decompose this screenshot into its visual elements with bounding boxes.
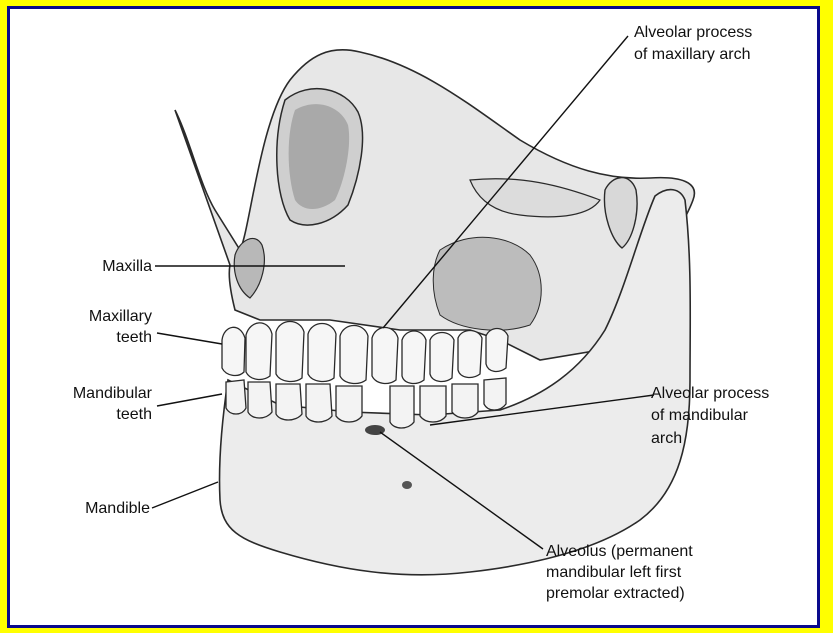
label-mandibular-teeth-line1: Mandibular xyxy=(30,383,152,404)
lower-tooth xyxy=(336,386,362,422)
label-alveolus-line2: mandibular left first xyxy=(546,562,681,583)
lower-tooth xyxy=(390,386,414,428)
upper-tooth xyxy=(222,327,245,375)
lower-tooth xyxy=(420,386,446,422)
leader-mandible xyxy=(152,482,218,508)
lower-tooth xyxy=(452,384,478,418)
label-alveolar-mandibular-line2: of mandibular xyxy=(651,405,748,426)
maxillary-teeth xyxy=(222,322,508,384)
upper-tooth xyxy=(486,329,508,372)
upper-tooth xyxy=(308,324,336,382)
lower-tooth xyxy=(306,384,332,422)
lower-tooth xyxy=(276,384,302,420)
upper-tooth xyxy=(276,322,304,382)
label-maxilla: Maxilla xyxy=(60,256,152,277)
leader-maxillary-teeth xyxy=(157,333,222,344)
lower-tooth xyxy=(226,380,246,414)
maxillary-shadow xyxy=(433,237,541,330)
label-maxillary-teeth-line1: Maxillary xyxy=(50,306,152,327)
leader-mandibular-teeth xyxy=(157,394,222,406)
upper-tooth xyxy=(246,323,272,380)
label-alveolar-mandibular-line1: Alveolar process xyxy=(651,383,769,404)
label-mandibular-teeth-line2: teeth xyxy=(30,404,152,425)
lower-tooth xyxy=(484,378,506,410)
label-mandible: Mandible xyxy=(40,498,150,519)
mental-foramen xyxy=(402,481,412,489)
label-alveolar-maxillary-line1: Alveolar process xyxy=(634,22,752,43)
lower-tooth xyxy=(248,382,272,418)
label-alveolar-maxillary-line2: of maxillary arch xyxy=(634,44,750,65)
upper-tooth xyxy=(430,333,454,382)
upper-tooth xyxy=(458,331,482,378)
upper-tooth xyxy=(402,331,426,383)
label-alveolus-line3: premolar extracted) xyxy=(546,583,685,604)
label-maxillary-teeth-line2: teeth xyxy=(50,327,152,348)
label-alveolar-mandibular-line3: arch xyxy=(651,428,682,449)
upper-tooth xyxy=(372,328,398,384)
label-alveolus-line1: Alveolus (permanent xyxy=(546,541,693,562)
upper-tooth xyxy=(340,326,368,384)
